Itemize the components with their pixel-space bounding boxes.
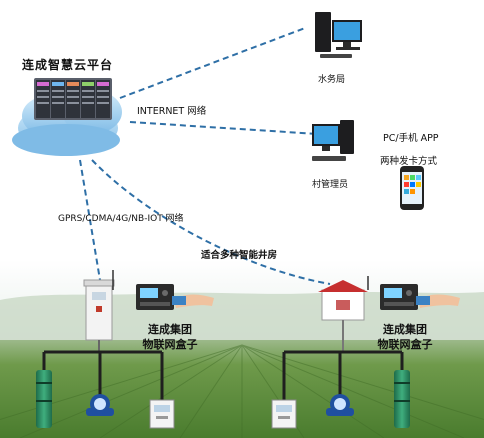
left-iot-box-line1: 连成集团	[148, 323, 192, 336]
right-electric-meter-icon	[271, 399, 297, 429]
left-electric-meter-icon	[149, 399, 175, 429]
pc-app-label: PC/手机 APP	[383, 133, 439, 144]
smartphone-icon	[400, 166, 424, 210]
link-left-box	[79, 159, 101, 281]
link-water-bureau	[119, 27, 306, 99]
card-issuing-label: 两种发卡方式	[380, 156, 438, 167]
desktop-computer-icon	[315, 12, 362, 58]
right-water-meter-icon	[326, 394, 354, 416]
right-iot-box-label: 连成集团 物联网盒子	[365, 322, 445, 352]
right-pump-icon	[394, 370, 410, 428]
right-iot-box-line1: 连成集团	[383, 323, 427, 336]
wireless-link-label: GPRS/CDMA/4G/NB-IOT 网络	[58, 214, 184, 224]
server-rack-icon	[34, 78, 112, 120]
water-bureau-label: 水务局	[318, 75, 346, 85]
crop-rows	[0, 344, 484, 438]
right-iot-box-line2: 物联网盒子	[377, 338, 433, 351]
network-links	[79, 27, 331, 285]
right-iot-box-icon	[380, 284, 460, 310]
left-iot-box-label: 连成集团 物联网盒子	[130, 322, 210, 352]
left-well-cabinet	[83, 270, 115, 352]
pipe-network	[42, 350, 404, 400]
cloud-platform-icon	[12, 78, 122, 156]
internet-link-label: INTERNET 网络	[137, 106, 207, 117]
left-iot-box-icon	[136, 284, 214, 310]
left-water-meter-icon	[86, 394, 114, 416]
village-admin-computer-icon	[312, 120, 354, 161]
village-admin-label: 村管理员	[312, 180, 349, 190]
well-room-label: 适合多种智能井房	[201, 250, 278, 261]
link-village-admin	[129, 121, 319, 135]
right-well-house	[318, 276, 369, 352]
left-iot-box-line2: 物联网盒子	[142, 338, 198, 351]
link-right-box	[91, 159, 331, 285]
platform-title: 连成智慧云平台	[22, 58, 114, 72]
left-pump-icon	[36, 370, 52, 428]
